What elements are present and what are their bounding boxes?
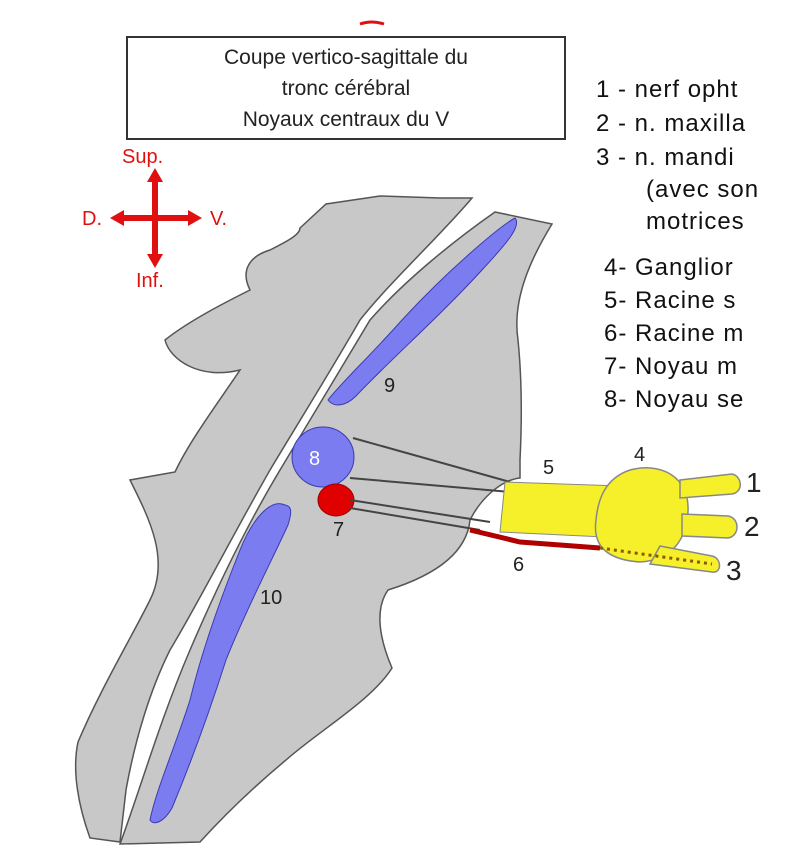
label-ventral: V. [210, 208, 228, 230]
label-8: 8 [309, 448, 320, 470]
label-2: 2 [744, 511, 760, 542]
label-3: 3 [726, 555, 742, 586]
label-10: 10 [260, 587, 282, 609]
label-4: 4 [634, 444, 645, 466]
title-line-1: Coupe vertico-sagittale du [224, 46, 468, 69]
label-9: 9 [384, 375, 395, 397]
pons-section [118, 211, 554, 845]
nucleus-8 [291, 426, 355, 488]
motor-fibers-dotted [599, 546, 713, 566]
label-sup: Sup. [122, 146, 164, 168]
label-7: 7 [333, 519, 344, 541]
title-box: Coupe vertico-sagittale du tronc cérébra… [126, 36, 566, 140]
ganglion-4 [594, 467, 689, 563]
nucleus-9 [327, 217, 518, 406]
brainstem-section [74, 195, 474, 843]
title-line-3: Noyaux centraux du V [242, 108, 450, 131]
label-6: 6 [513, 554, 524, 576]
nucleus-7 [317, 483, 355, 517]
compass-arrows [110, 168, 202, 268]
branch-1 [679, 473, 741, 499]
label-5: 5 [543, 457, 554, 479]
title-line-2: tronc cérébral [281, 77, 411, 100]
motor-root-6 [469, 527, 601, 551]
sensory-tracts [349, 437, 511, 531]
label-dorsal: D. [82, 208, 102, 230]
nucleus-10 [149, 503, 292, 824]
label-inf: Inf. [136, 270, 164, 292]
label-1: 1 [746, 467, 762, 498]
top-mark [359, 20, 385, 26]
diagram-labels: 9 8 7 10 5 4 6 1 2 3 [260, 375, 762, 609]
branch-2 [681, 513, 738, 539]
